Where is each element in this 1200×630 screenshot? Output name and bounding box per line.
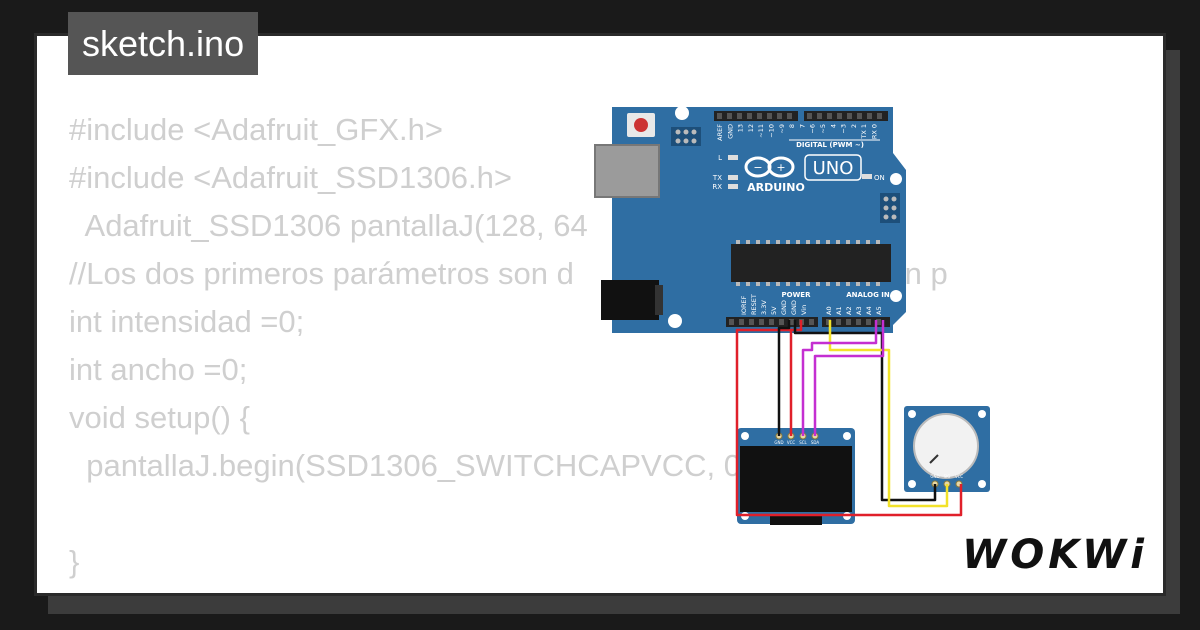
pin-label: A3 — [855, 306, 863, 315]
digital-header-label: DIGITAL (PWM ~) — [796, 141, 864, 149]
pin-label: GND — [930, 474, 939, 479]
led-l-label: L — [718, 154, 722, 162]
pin-label: 5V — [770, 306, 778, 315]
potentiometer-pin-labels: GND SIG VCC — [930, 474, 963, 479]
pin-label: VCC — [787, 440, 796, 445]
pin-label: ~5 — [819, 124, 827, 134]
code-line: Adafruit_SSD1306 pantallaJ(128, 64 — [69, 208, 588, 243]
preview-card: #include <Adafruit_GFX.h> #include <Adafr… — [34, 33, 1166, 596]
pin-label: 13 — [737, 124, 745, 132]
usb-port — [594, 144, 660, 198]
pin-label: GND — [774, 440, 783, 445]
svg-text:−: − — [753, 161, 762, 174]
arduino-logo-text: ARDUINO — [747, 181, 805, 194]
code-line: pantallaJ.begin(SSD1306_SWITCHCAPVCC, 0 — [69, 448, 741, 483]
pin-label: 3.3V — [760, 300, 768, 315]
pin-label: ~3 — [840, 124, 848, 134]
pin-label: A5 — [875, 306, 883, 315]
potentiometer-module[interactable]: GND SIG VCC — [904, 406, 990, 492]
pin-label: GND — [790, 300, 798, 315]
pin-label: ~6 — [809, 124, 817, 134]
pin-label: SIG — [944, 474, 951, 479]
pin-label: ~10 — [768, 124, 776, 138]
pin-label: A2 — [845, 306, 853, 315]
led-on-label: ON — [874, 174, 885, 182]
pin-label: RESET — [750, 294, 758, 315]
pin-label: RX 0 — [871, 124, 879, 139]
pin-label: 2 — [850, 124, 858, 128]
svg-text:+: + — [776, 161, 785, 174]
pin-label: GND — [726, 124, 734, 139]
led-rx-label: RX — [712, 183, 722, 191]
code-view: #include <Adafruit_GFX.h> #include <Adafr… — [69, 106, 948, 586]
pin-label: AREF — [716, 124, 724, 141]
wires — [735, 320, 963, 517]
code-line: #include <Adafruit_GFX.h> — [69, 112, 443, 147]
pin-label: IOREF — [740, 295, 748, 315]
pin-label: ~11 — [757, 124, 765, 138]
oled-screen — [740, 446, 852, 512]
code-line: int intensidad =0; — [69, 304, 305, 339]
pin-label: 12 — [747, 124, 755, 132]
wokwi-logo: WOKWi — [962, 532, 1148, 578]
pin-label: TX 1 — [860, 124, 868, 140]
power-jack — [601, 280, 659, 320]
wire-magenta-sda — [813, 320, 885, 436]
pin-label: 7 — [798, 124, 806, 128]
code-line: void setup() { — [69, 400, 250, 435]
pin-label: 8 — [788, 124, 796, 128]
code-line: int ancho =0; — [69, 352, 248, 387]
pin-label: A0 — [825, 306, 833, 315]
sketch-title-tab: sketch.ino — [68, 12, 259, 75]
potentiometer-knob[interactable] — [913, 413, 979, 479]
led-tx-label: TX — [712, 174, 722, 182]
pin-label: A1 — [835, 306, 843, 315]
pin-label: 4 — [829, 124, 837, 128]
pin-label: VCC — [955, 474, 964, 479]
code-line: } — [69, 544, 80, 579]
arduino-logo: − + — [744, 156, 795, 178]
analog-header-label: ANALOG IN — [846, 291, 890, 299]
pin-label: GND — [780, 300, 788, 315]
atmega-chip — [731, 244, 891, 282]
pin-label: ~9 — [778, 124, 786, 134]
pin-label: A4 — [865, 306, 873, 315]
wire-magenta-scl — [801, 320, 878, 436]
wire-yellow — [828, 320, 949, 508]
pin-label: SCL — [799, 440, 807, 445]
pin-label: SDA — [811, 440, 820, 445]
wire-black — [777, 320, 937, 502]
pin-label: Vin — [800, 305, 808, 315]
board-model-label: UNO — [813, 158, 854, 179]
code-line: #include <Adafruit_SSD1306.h> — [69, 160, 512, 195]
power-header-label: POWER — [782, 291, 812, 299]
